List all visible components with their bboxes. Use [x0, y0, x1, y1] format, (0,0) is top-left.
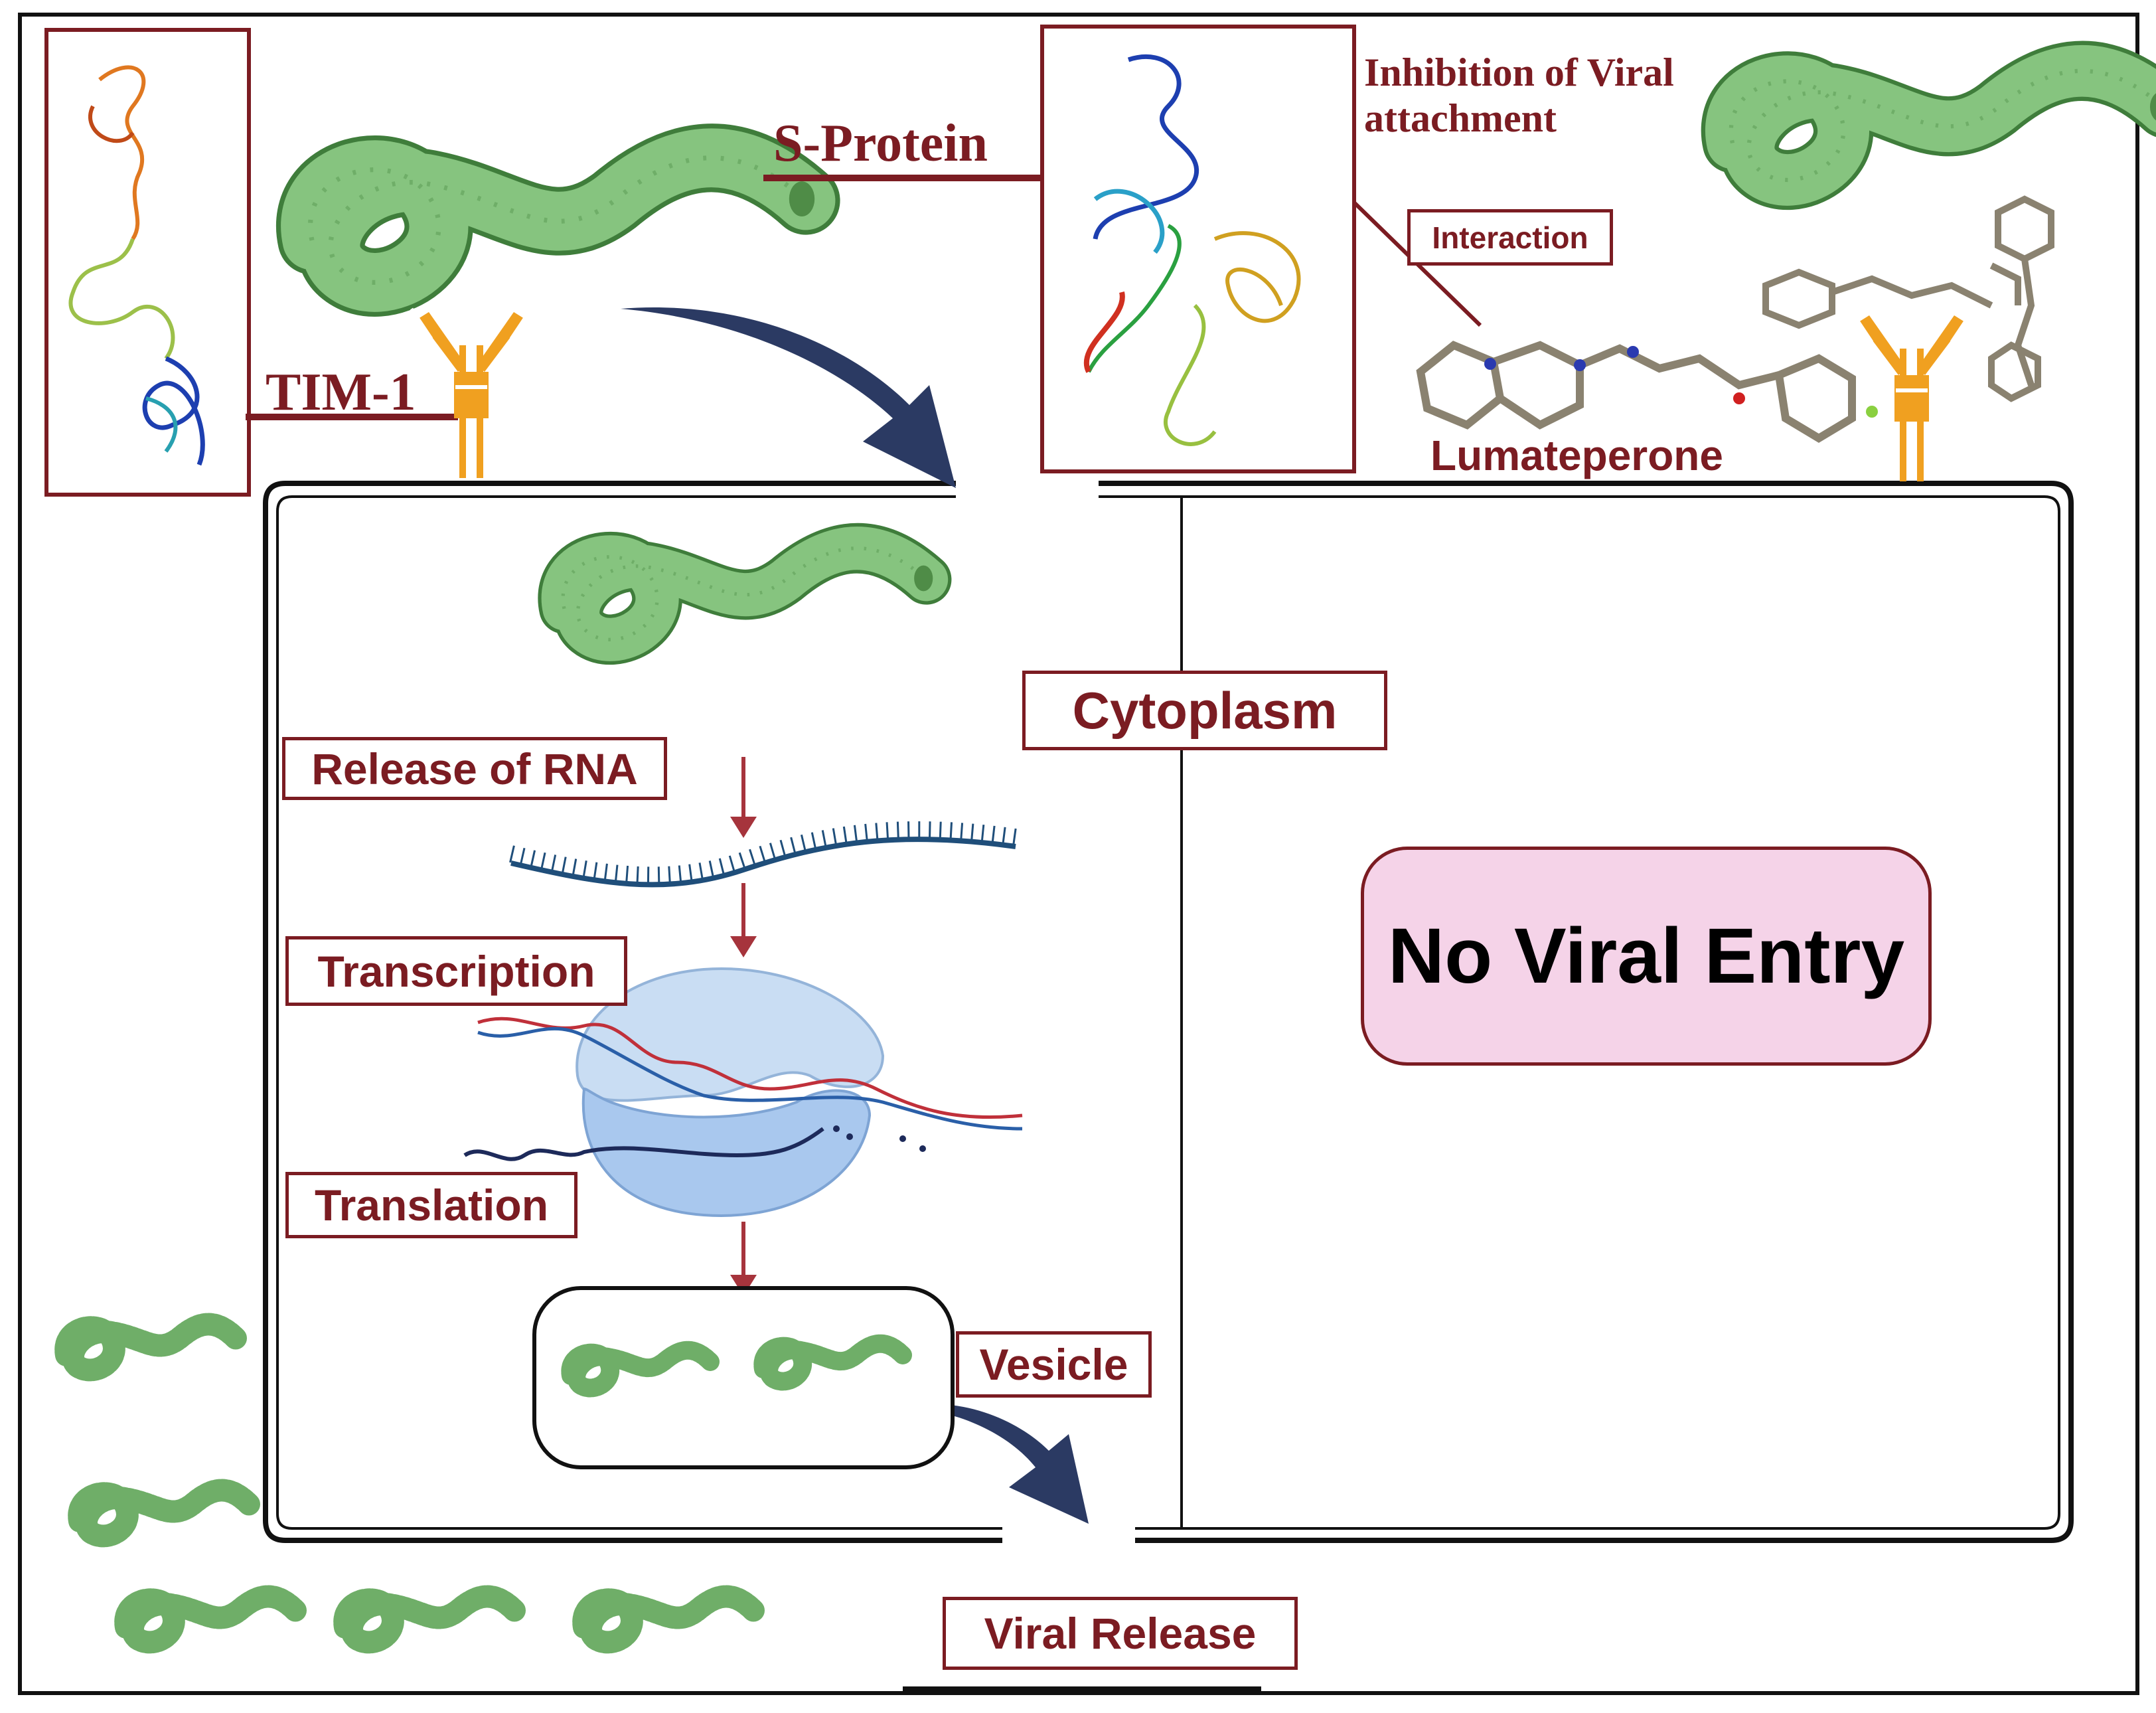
flow-arrow-icon [730, 757, 757, 1296]
tim1-label: TIM-1 [266, 363, 416, 422]
translation-label: Translation [285, 1172, 578, 1238]
vesicle-icon [532, 1286, 955, 1469]
viral-release-label: Viral Release [943, 1597, 1298, 1670]
interaction-label: Interaction [1407, 209, 1613, 266]
ribosome-icon [463, 967, 1023, 1217]
cell-membrane [263, 481, 2074, 1543]
s-protein-structure-icon [1040, 25, 1356, 473]
release-arrow-icon [896, 1404, 1089, 1524]
virus-icon [563, 548, 933, 640]
receptor-icon [412, 309, 531, 478]
rna-strand-icon [509, 821, 1017, 888]
molecule-icon [1416, 341, 1878, 443]
vesicle-label: Vesicle [956, 1331, 1152, 1398]
virus-icon [311, 158, 815, 283]
entry-arrow-icon [621, 307, 956, 488]
receptor-icon [1852, 312, 1971, 481]
release-rna-label: Release of RNA [282, 737, 667, 800]
inhibition-label: Inhibition of Viral attachment [1364, 50, 1674, 140]
cytoplasm-label: Cytoplasm [1022, 671, 1387, 750]
molecule-icon [1762, 195, 2054, 402]
no-viral-entry-badge: No Viral Entry [1361, 847, 1932, 1066]
tim1-structure-icon [44, 28, 251, 497]
virus-icon [1731, 71, 2156, 180]
lumateperone-label: Lumateperone [1430, 432, 1723, 479]
s-protein-label: S-Protein [773, 114, 988, 173]
transcription-label: Transcription [285, 936, 627, 1006]
